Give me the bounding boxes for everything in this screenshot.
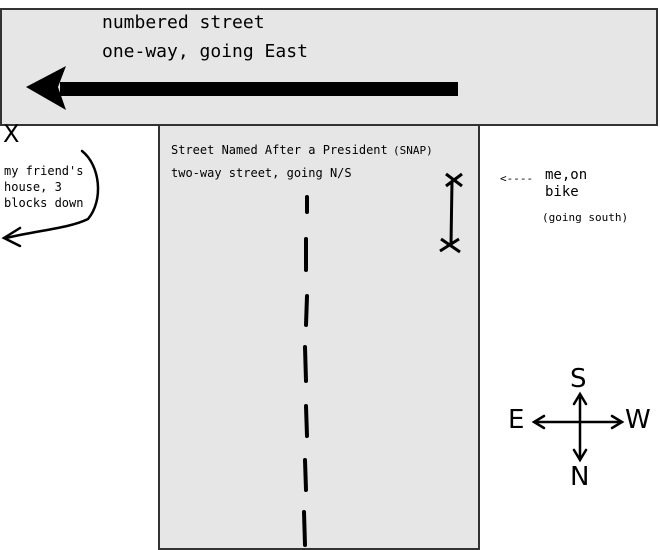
numbered-street xyxy=(0,8,658,126)
compass-rose xyxy=(531,391,625,463)
numbered-street-direction: one-way, going East xyxy=(102,41,308,62)
snap-street-abbrev: (SNAP) xyxy=(392,144,433,157)
friend-label-line1: my friend's xyxy=(4,164,84,178)
friend-direction-arrow xyxy=(1,149,100,248)
compass-left-label: E xyxy=(508,405,525,435)
me-label-line2: bike xyxy=(545,184,579,200)
compass-top-label: S xyxy=(570,364,587,394)
snap-street xyxy=(158,126,480,550)
me-label-line1: me,on xyxy=(545,167,588,183)
compass-bottom-label: N xyxy=(570,462,590,492)
bike-path-marker xyxy=(439,172,463,254)
numbered-street-title: numbered street xyxy=(102,12,265,33)
me-pointer-arrow: <---- xyxy=(500,172,534,185)
east-arrow-head xyxy=(26,66,66,110)
snap-street-name: Street Named After a President xyxy=(171,143,388,157)
friend-house-marker: X xyxy=(3,120,20,148)
snap-street-direction: two-way street, going N/S xyxy=(171,166,352,180)
east-arrow xyxy=(26,66,458,110)
friend-label-line3: blocks down xyxy=(4,196,84,210)
friend-label-line2: house, 3 xyxy=(4,180,62,194)
center-lane-divider xyxy=(302,195,309,547)
east-arrow-shaft xyxy=(60,82,458,96)
compass-right-label: W xyxy=(625,405,651,435)
me-label-line3: (going south) xyxy=(542,211,629,224)
snap-street-title: Street Named After a President (SNAP) xyxy=(171,143,433,157)
